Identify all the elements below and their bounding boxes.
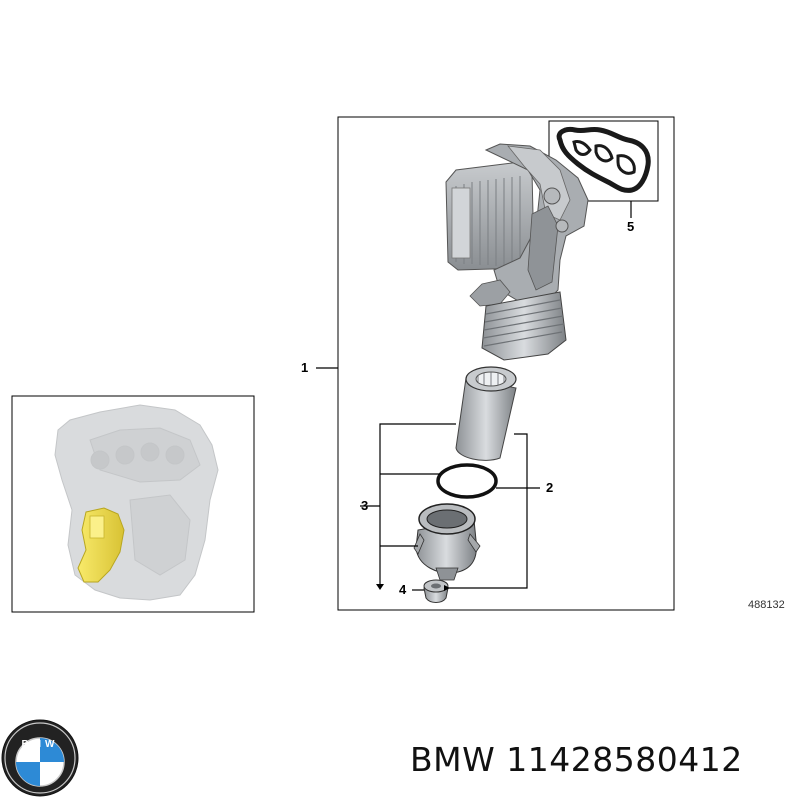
callout-3: 3 <box>361 498 369 513</box>
part-number: 11428580412 <box>506 740 743 779</box>
diagram-number: 488132 <box>748 599 785 611</box>
leader-arrows <box>376 584 450 591</box>
drain-plug-part <box>423 579 449 603</box>
filter-element-part <box>455 366 517 461</box>
oil-filter-housing-part <box>445 143 589 361</box>
gasket-part <box>556 126 651 193</box>
filter-cover-part <box>413 503 481 581</box>
bmw-logo: BMW <box>1 719 79 797</box>
bmw-logo-lettering: BMW <box>22 739 59 750</box>
part-brand: BMW <box>410 740 496 779</box>
o-ring-part <box>436 463 498 499</box>
callout-4: 4 <box>399 582 407 597</box>
callout-5: 5 <box>627 219 635 234</box>
engine-locator-inset <box>11 395 255 613</box>
callout-2: 2 <box>546 480 554 495</box>
part-title: BMW 11428580412 <box>410 740 743 779</box>
callout-1: 1 <box>301 360 309 375</box>
oil-filter-housing-highlight <box>77 507 125 583</box>
leader-lines <box>316 201 632 591</box>
